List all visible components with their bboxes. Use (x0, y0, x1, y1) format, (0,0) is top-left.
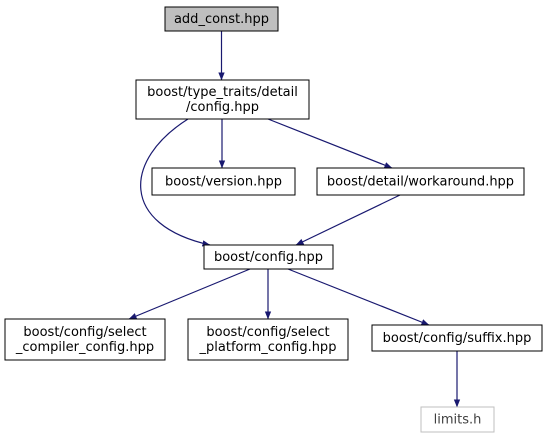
node-tt-config[interactable]: boost/type_traits/detail/config.hpp (135, 79, 310, 120)
node-suffix[interactable]: boost/config/suffix.hpp (371, 324, 543, 352)
node-label: /config.hpp (186, 100, 259, 115)
edge-config-to-suffix (287, 268, 430, 326)
node-workaround[interactable]: boost/detail/workaround.hpp (316, 167, 525, 196)
edge-config-to-sel_compiler (128, 268, 251, 320)
node-label: add_const.hpp (174, 12, 269, 27)
node-label: boost/config.hpp (214, 250, 323, 265)
node-sel-platform[interactable]: boost/config/select_platform_config.hpp (187, 318, 349, 361)
node-limits[interactable]: limits.h (420, 406, 495, 433)
edge-tt_config-to-config (140, 118, 211, 247)
node-box (203, 244, 334, 270)
node-box (164, 6, 279, 32)
node-label: boost/config/select (206, 325, 329, 340)
edge-tt_config-to-workaround (267, 118, 393, 169)
node-label: boost/detail/workaround.hpp (327, 175, 514, 190)
node-version[interactable]: boost/version.hpp (151, 167, 296, 196)
node-box (420, 406, 495, 433)
node-box (316, 167, 525, 196)
node-sel-compiler[interactable]: boost/config/select_compiler_config.hpp (4, 318, 166, 361)
node-label: boost/type_traits/detail (147, 85, 298, 100)
node-box (135, 79, 310, 120)
node-box (4, 318, 166, 361)
node-label: _platform_config.hpp (199, 340, 337, 355)
node-label: boost/config/select (23, 325, 146, 340)
node-box (151, 167, 296, 196)
nodes-layer: add_const.hpp boost/type_traits/detail/co… (4, 6, 543, 433)
node-box (371, 324, 543, 352)
node-label: _compiler_config.hpp (15, 340, 154, 355)
node-label: boost/config/suffix.hpp (383, 331, 532, 346)
edges-layer (128, 31, 461, 408)
node-add-const[interactable]: add_const.hpp (164, 6, 279, 32)
node-label: boost/version.hpp (165, 175, 282, 190)
node-box (187, 318, 349, 361)
node-label: limits.h (434, 413, 482, 428)
edge-workaround-to-config (295, 194, 401, 246)
node-config[interactable]: boost/config.hpp (203, 244, 334, 270)
